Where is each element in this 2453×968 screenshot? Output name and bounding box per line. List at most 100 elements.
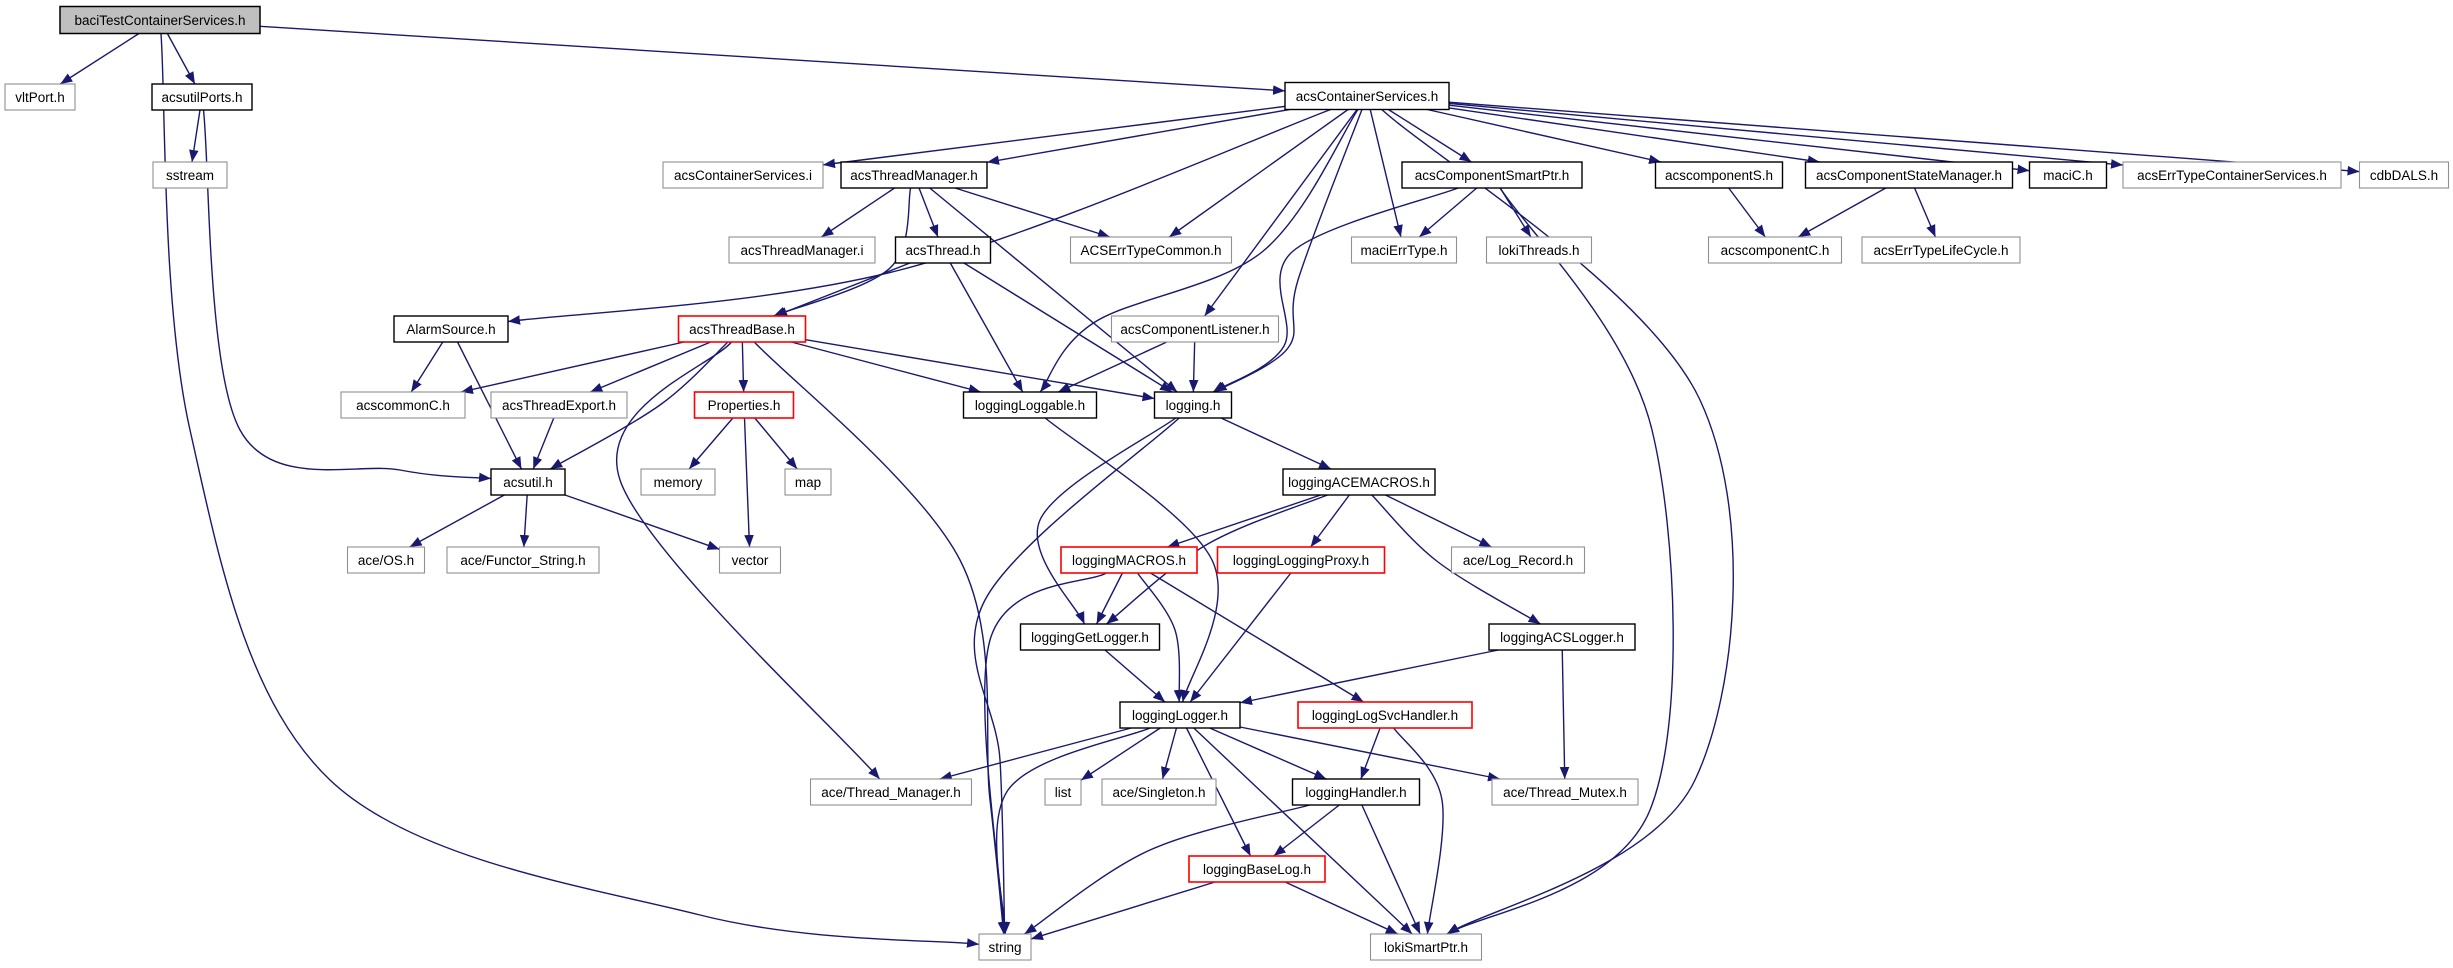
graph-node-box-memory[interactable] [640, 468, 716, 496]
graph-node-map[interactable]: map [784, 468, 832, 496]
graph-node-baseLog[interactable]: loggingBaseLog.h [1188, 855, 1326, 883]
graph-node-threadBase[interactable]: acsThreadBase.h [677, 315, 807, 343]
graph-node-box-map[interactable] [784, 468, 832, 496]
graph-node-handler[interactable]: loggingHandler.h [1291, 778, 1421, 806]
graph-node-box-logRecord[interactable] [1450, 546, 1586, 574]
graph-node-alarm[interactable]: AlarmSource.h [393, 315, 509, 343]
graph-node-properties[interactable]: Properties.h [693, 391, 795, 419]
graph-node-acsErrCommon[interactable]: ACSErrTypeCommon.h [1069, 236, 1233, 264]
graph-node-box-hub[interactable] [1284, 81, 1450, 111]
graph-node-box-threadMgr[interactable] [840, 161, 988, 189]
graph-node-aceMacros[interactable]: loggingACEMACROS.h [1282, 468, 1436, 496]
graph-node-box-errTypeCS[interactable] [2122, 161, 2342, 189]
graph-node-box-smartPtr[interactable] [1401, 161, 1583, 189]
graph-node-acsutil[interactable]: acsutil.h [490, 468, 566, 496]
graph-node-macros[interactable]: loggingMACROS.h [1060, 546, 1198, 574]
graph-node-box-acsutilPorts[interactable] [151, 83, 253, 111]
graph-node-hub[interactable]: acsContainerServices.h [1284, 81, 1450, 111]
graph-node-sstream[interactable]: sstream [152, 161, 228, 189]
graph-node-box-vector[interactable] [718, 546, 782, 574]
graph-node-lokiSmartPtr[interactable]: lokiSmartPtr.h [1369, 933, 1483, 961]
graph-node-box-threadMgrI[interactable] [728, 236, 876, 264]
graph-node-box-maciErrType[interactable] [1350, 236, 1458, 264]
graph-node-getLogger[interactable]: loggingGetLogger.h [1019, 623, 1161, 651]
graph-node-maciC[interactable]: maciC.h [2028, 161, 2108, 189]
graph-node-listener[interactable]: acsComponentListener.h [1110, 315, 1280, 343]
graph-node-box-acsLogger[interactable] [1488, 623, 1636, 651]
graph-node-lokiThreads[interactable]: lokiThreads.h [1485, 236, 1593, 264]
graph-node-box-vltPort[interactable] [4, 83, 76, 111]
graph-node-threadMgr[interactable]: acsThreadManager.h [840, 161, 988, 189]
graph-node-box-aceThreadMgr[interactable] [809, 778, 973, 806]
graph-node-stateMgr[interactable]: acsComponentStateManager.h [1804, 161, 2014, 189]
graph-node-threadExport[interactable]: acsThreadExport.h [490, 391, 628, 419]
graph-node-string[interactable]: string [978, 933, 1032, 961]
graph-node-box-listener[interactable] [1110, 315, 1280, 343]
include-edge-threadExport-acsutil [532, 417, 555, 470]
graph-node-aceThreadMgr[interactable]: ace/Thread_Manager.h [809, 778, 973, 806]
graph-node-vltPort[interactable]: vltPort.h [4, 83, 76, 111]
graph-node-box-logging[interactable] [1153, 391, 1233, 419]
graph-node-vector[interactable]: vector [718, 546, 782, 574]
graph-node-box-aceSingleton[interactable] [1101, 778, 1217, 806]
graph-node-memory[interactable]: memory [640, 468, 716, 496]
graph-node-box-string[interactable] [978, 933, 1032, 961]
graph-node-box-thread[interactable] [894, 236, 992, 264]
graph-node-commonC[interactable]: acscommonC.h [340, 391, 466, 419]
graph-node-svcHandler[interactable]: loggingLogSvcHandler.h [1297, 701, 1473, 729]
graph-node-acsLogger[interactable]: loggingACSLogger.h [1488, 623, 1636, 651]
graph-node-csI[interactable]: acsContainerServices.i [662, 161, 824, 189]
graph-node-box-threadBase[interactable] [677, 315, 807, 343]
graph-node-errLifeCycle[interactable]: acsErrTypeLifeCycle.h [1861, 236, 2021, 264]
graph-node-aceOS[interactable]: ace/OS.h [346, 546, 426, 574]
graph-node-aceMutex[interactable]: ace/Thread_Mutex.h [1491, 778, 1639, 806]
graph-node-box-commonC[interactable] [340, 391, 466, 419]
graph-node-logRecord[interactable]: ace/Log_Record.h [1450, 546, 1586, 574]
graph-node-box-errLifeCycle[interactable] [1861, 236, 2021, 264]
graph-node-box-aceOS[interactable] [346, 546, 426, 574]
graph-node-thread[interactable]: acsThread.h [894, 236, 992, 264]
graph-node-box-baseLog[interactable] [1188, 855, 1326, 883]
graph-node-box-threadExport[interactable] [490, 391, 628, 419]
graph-node-errTypeCS[interactable]: acsErrTypeContainerServices.h [2122, 161, 2342, 189]
graph-node-box-macros[interactable] [1060, 546, 1198, 574]
graph-node-maciErrType[interactable]: maciErrType.h [1350, 236, 1458, 264]
graph-node-box-compS[interactable] [1654, 161, 1784, 189]
graph-node-box-lokiSmartPtr[interactable] [1369, 933, 1483, 961]
graph-node-list[interactable]: list [1044, 778, 1082, 806]
graph-node-box-logger[interactable] [1119, 701, 1241, 729]
graph-node-logging[interactable]: logging.h [1153, 391, 1233, 419]
graph-node-box-loggable[interactable] [962, 391, 1098, 419]
graph-node-logger[interactable]: loggingLogger.h [1119, 701, 1241, 729]
graph-node-smartPtr[interactable]: acsComponentSmartPtr.h [1401, 161, 1583, 189]
graph-node-acsutilPorts[interactable]: acsutilPorts.h [151, 83, 253, 111]
graph-node-box-sstream[interactable] [152, 161, 228, 189]
include-edge-aceMacros-logRecord [1385, 494, 1492, 548]
graph-node-box-lokiThreads[interactable] [1485, 236, 1593, 264]
graph-node-box-getLogger[interactable] [1019, 623, 1161, 651]
graph-node-aceFunctor[interactable]: ace/Functor_String.h [446, 546, 600, 574]
graph-node-compC[interactable]: acscomponentC.h [1707, 236, 1843, 264]
graph-node-box-acsutil[interactable] [490, 468, 566, 496]
graph-node-box-proxy[interactable] [1216, 546, 1386, 574]
graph-node-box-aceFunctor[interactable] [446, 546, 600, 574]
graph-node-box-alarm[interactable] [393, 315, 509, 343]
graph-node-box-csI[interactable] [662, 161, 824, 189]
graph-node-box-maciC[interactable] [2028, 161, 2108, 189]
graph-node-loggable[interactable]: loggingLoggable.h [962, 391, 1098, 419]
graph-node-aceSingleton[interactable]: ace/Singleton.h [1101, 778, 1217, 806]
graph-node-cdbDALS[interactable]: cdbDALS.h [2358, 161, 2450, 189]
graph-node-threadMgrI[interactable]: acsThreadManager.i [728, 236, 876, 264]
graph-node-box-svcHandler[interactable] [1297, 701, 1473, 729]
graph-node-compS[interactable]: acscomponentS.h [1654, 161, 1784, 189]
graph-node-box-aceMutex[interactable] [1491, 778, 1639, 806]
graph-node-box-compC[interactable] [1707, 236, 1843, 264]
graph-node-box-acsErrCommon[interactable] [1069, 236, 1233, 264]
graph-node-box-list[interactable] [1044, 778, 1082, 806]
graph-node-box-aceMacros[interactable] [1282, 468, 1436, 496]
graph-node-box-stateMgr[interactable] [1804, 161, 2014, 189]
graph-node-proxy[interactable]: loggingLoggingProxy.h [1216, 546, 1386, 574]
graph-node-box-handler[interactable] [1291, 778, 1421, 806]
graph-node-box-properties[interactable] [693, 391, 795, 419]
graph-node-box-cdbDALS[interactable] [2358, 161, 2450, 189]
